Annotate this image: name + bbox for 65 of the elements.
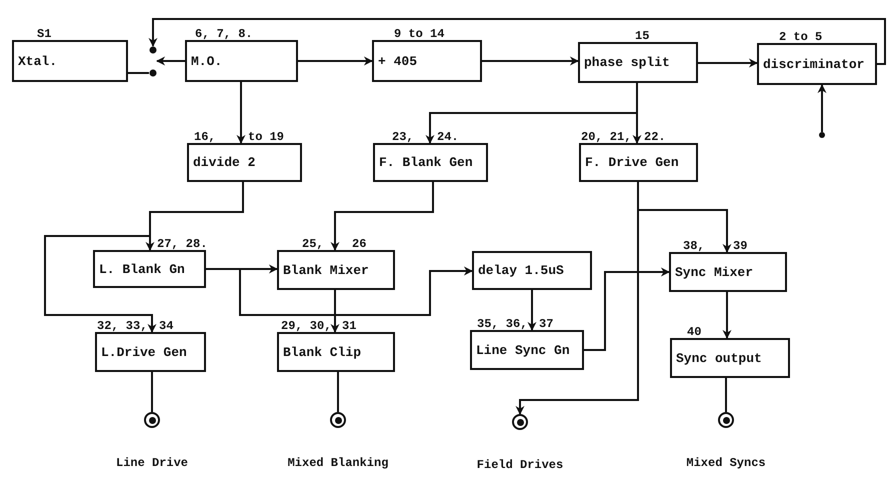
signal-line — [128, 72, 149, 74]
block-label: phase split — [584, 55, 670, 70]
component-numbers: 25, — [302, 237, 324, 251]
component-numbers: 40 — [687, 325, 702, 339]
component-numbers: 23, — [392, 130, 414, 144]
component-numbers: 16, — [194, 130, 216, 144]
block-label: divide 2 — [193, 155, 256, 170]
signal-line — [298, 56, 373, 66]
circuit-block — [472, 251, 592, 290]
signal-line — [528, 290, 536, 331]
signal-line — [722, 292, 732, 339]
block-label: discriminator — [763, 56, 864, 72]
component-numbers: 22. — [644, 130, 666, 144]
component-numbers: 27, 28. — [157, 237, 208, 251]
component-numbers: 15 — [635, 29, 650, 43]
signal-line — [482, 56, 579, 66]
component-numbers: 9 to 14 — [394, 27, 444, 41]
signal-line — [206, 266, 473, 316]
signal-line — [156, 56, 185, 66]
component-numbers: 38, — [683, 239, 705, 253]
block-label: L.Drive Gen — [101, 344, 187, 360]
block-label: Sync Mixer — [675, 264, 754, 280]
component-numbers: to 19 — [248, 130, 284, 144]
component-numbers: 6, 7, 8. — [195, 27, 253, 41]
block-label: L. Blank Gn — [99, 262, 185, 276]
signal-line — [151, 372, 153, 412]
component-numbers: 2 to 5 — [779, 30, 822, 44]
component-numbers: 39 — [733, 239, 748, 253]
component-numbers: 31 — [342, 319, 356, 333]
block-label: F. Blank Gen — [379, 155, 473, 170]
block-label: Blank Mixer — [283, 262, 369, 278]
block-label: delay 1.5uS — [478, 263, 564, 278]
component-numbers: 35, 36, — [477, 317, 528, 331]
block-label: Line Sync Gn — [476, 342, 570, 358]
component-numbers: S1 — [37, 27, 52, 41]
block-label: F. Drive Gen — [585, 155, 679, 170]
block-label: M.O. — [191, 54, 222, 68]
signal-line — [148, 18, 886, 65]
component-numbers: 29, 30, — [281, 319, 332, 333]
block-label: Xtal. — [18, 54, 58, 68]
signal-line — [330, 182, 434, 251]
component-numbers: 37 — [539, 317, 554, 331]
output-label: Mixed Blanking — [288, 456, 388, 470]
block-label: + 405 — [378, 54, 418, 68]
signal-line — [584, 268, 670, 351]
output-label: Field Drives — [476, 458, 564, 472]
signal-line — [426, 83, 638, 144]
input-dot — [819, 132, 825, 138]
signal-line — [698, 58, 758, 68]
signal-line — [337, 372, 339, 412]
signal-line — [236, 82, 246, 144]
component-numbers: 20, 21, — [581, 130, 632, 144]
switch-contacts — [149, 46, 157, 78]
output-label: Mixed Syncs — [686, 456, 766, 470]
signal-line — [516, 182, 639, 415]
component-numbers: 32, 33, — [97, 319, 148, 333]
block-label: Sync output — [676, 350, 762, 366]
signal-line — [818, 84, 826, 132]
signal-line — [330, 290, 340, 333]
output-label: Line Drive — [116, 456, 188, 470]
block-label: Blank Clip — [283, 344, 362, 360]
signal-line — [725, 378, 727, 412]
component-numbers: 26 — [352, 237, 366, 251]
component-numbers: 34 — [159, 319, 174, 333]
component-numbers: 24. — [437, 130, 459, 144]
